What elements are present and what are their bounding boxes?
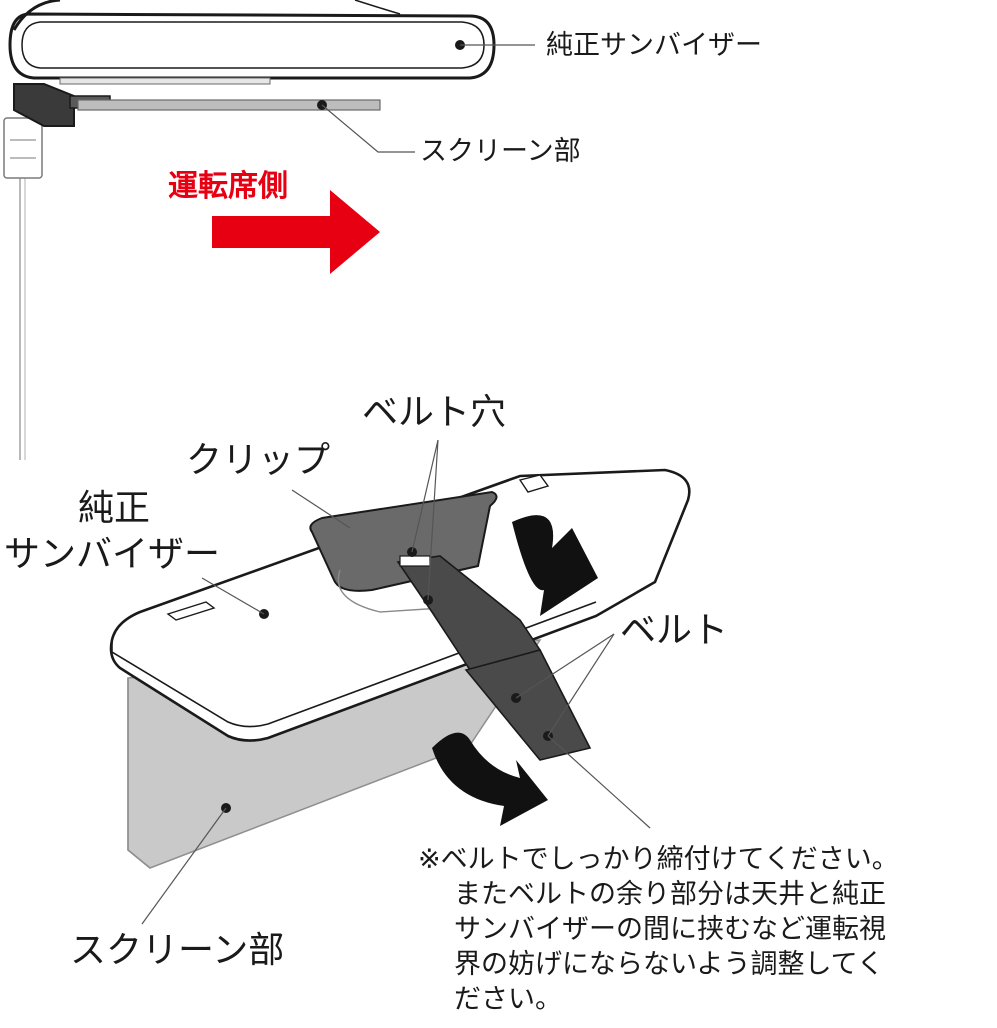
instruction-note: ※ベルトでしっかり締付けてください。 またベルトの余り部分は天井と純正 サンバイ…	[418, 842, 997, 1017]
driver-side-arrow	[212, 190, 380, 274]
note-line-1: ※ベルトでしっかり締付けてください。	[418, 844, 899, 875]
top-visor-body	[8, 12, 496, 80]
screen-leader	[141, 807, 227, 925]
bottom-perspective-view	[109, 439, 691, 925]
label-visor-line1: 純正	[78, 488, 151, 529]
clip-leader	[291, 489, 351, 529]
label-belt: ベルト	[620, 610, 729, 651]
note-line-2: またベルトの余り部分は天井と純正	[454, 879, 886, 911]
top-screen-plate	[77, 99, 381, 111]
note-leader	[547, 735, 651, 829]
label-belt-hole: ベルト穴	[362, 392, 507, 433]
label-driver-side: 運転席側	[168, 169, 288, 204]
cable-connector	[3, 117, 43, 179]
label-visor-line2: サンバイザー	[4, 534, 221, 575]
note-line-5: ださい。	[454, 984, 562, 1016]
top-screen-leader	[321, 104, 415, 153]
label-top-screen: スクリーン部	[420, 136, 581, 167]
label-bottom-screen: スクリーン部	[70, 930, 285, 971]
note-line-3: サンバイザーの間に挟むなど運転視	[454, 914, 886, 946]
label-clip: クリップ	[186, 440, 331, 481]
note-line-4: 界の妨げにならないよう調整してく	[454, 949, 884, 981]
tighten-arrow-bottom	[432, 732, 548, 826]
top-side-view	[3, 0, 535, 460]
belt-hole-leader-2	[427, 439, 439, 601]
belt-hole-leader-1	[411, 439, 439, 553]
label-top-visor: 純正サンバイザー	[546, 30, 762, 61]
top-clip-block	[13, 83, 75, 127]
belt-leader-1	[515, 633, 615, 699]
bottom-belt-lower	[464, 649, 592, 761]
belt-leader-2	[547, 633, 615, 737]
tighten-arrow-top	[512, 515, 598, 616]
visor-leader	[201, 577, 265, 615]
